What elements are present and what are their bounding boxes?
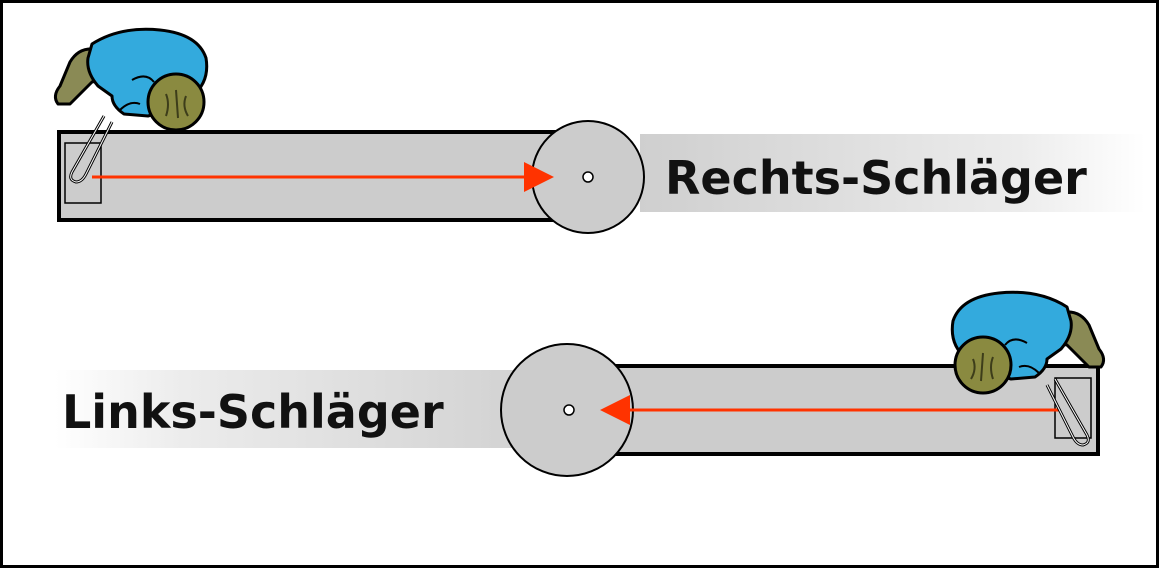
right-handed-group: Rechts-Schläger xyxy=(53,27,1145,234)
label-band-right xyxy=(640,134,1145,212)
start-box-top xyxy=(64,142,102,204)
hand-holding-mallet-icon xyxy=(53,27,209,184)
left-handed-group: Links-Schläger xyxy=(55,290,1106,477)
hand-holding-mallet-icon xyxy=(950,290,1106,447)
target-hole-bottom xyxy=(563,404,575,416)
label-right-handed: Rechts-Schläger xyxy=(665,151,1087,205)
target-hole-top xyxy=(582,171,594,183)
label-left-handed: Links-Schläger xyxy=(62,385,444,439)
label-band-left xyxy=(55,370,565,448)
